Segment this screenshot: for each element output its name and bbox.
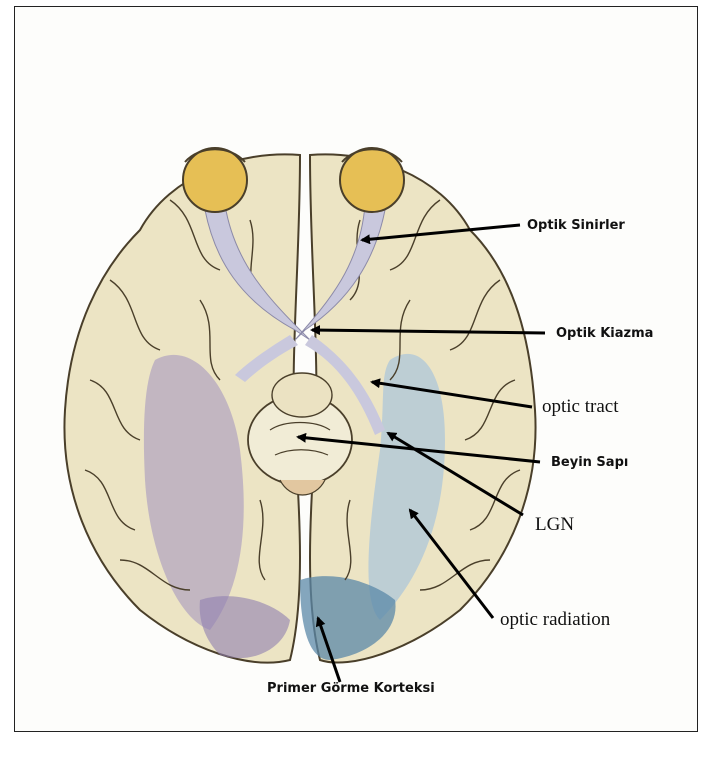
right-eye [340,148,404,212]
label-optic-tract: optic tract [542,396,619,418]
label-optic-nerves: Optik Sinirler [527,218,625,233]
label-optic-radiation: optic radiation [500,609,610,631]
label-brain-stem: Beyin Sapı [551,455,628,470]
label-primary-visual-cortex: Primer Görme Korteksi [267,681,435,696]
left-eye [183,148,247,212]
label-optic-chiasm: Optik Kiazma [556,326,653,341]
label-lgn: LGN [535,514,574,536]
